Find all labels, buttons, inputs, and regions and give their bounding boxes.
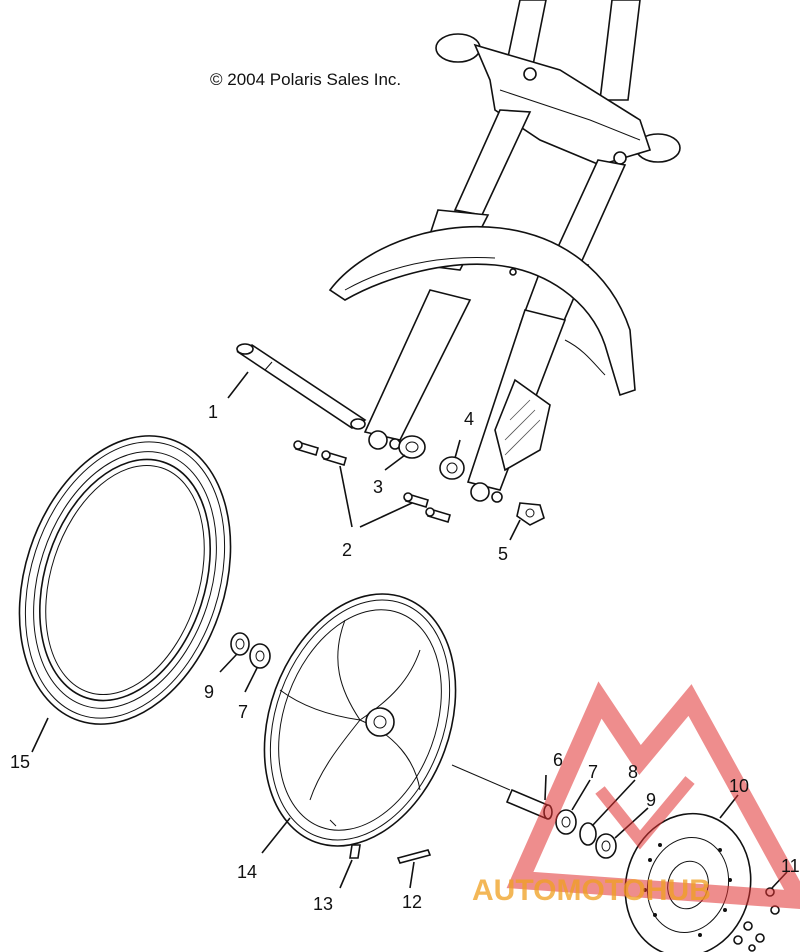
callout-1: 1 [208,402,218,422]
tire-part-15 [18,435,232,725]
callout-12: 12 [402,892,422,912]
callout-5: 5 [498,544,508,564]
callout-labels: 1 2 3 4 5 6 7 7 8 9 9 10 11 12 13 14 15 [10,402,800,914]
bearing-part-7-right [555,809,577,835]
copyright-notice: © 2004 Polaris Sales Inc. [210,70,402,89]
callout-11: 11 [781,856,800,876]
seal-part-9-right [595,833,617,859]
callout-4: 4 [464,409,474,429]
watermark-logo: AUTOMOTOHUB [472,681,800,910]
bearing-part-7-left [249,643,271,669]
callout-7-left: 7 [238,702,248,722]
pinch-bolts-part-2 [293,440,451,523]
snap-ring-part-8 [579,822,597,846]
callout-10: 10 [729,776,749,796]
spacer-part-3 [398,435,426,459]
callout-14: 14 [237,862,257,882]
watermark-text: AUTOMOTOHUB [472,874,711,907]
front-fender [328,225,636,397]
callout-3: 3 [373,477,383,497]
spacer-part-4 [439,456,465,480]
callout-9-right: 9 [646,790,656,810]
callout-7-right: 7 [588,762,598,782]
callout-13: 13 [313,894,333,914]
front-fork-assembly [363,0,681,503]
axle-part-1 [236,343,367,430]
callout-8: 8 [628,762,638,782]
callout-9-left: 9 [204,682,214,702]
axle-nut-part-5 [516,502,545,526]
wheel-part-14 [263,593,457,847]
seal-part-9-left [230,632,250,656]
callout-2: 2 [342,540,352,560]
callout-6: 6 [553,750,563,770]
valve-stem-part-13 [349,844,361,859]
callout-15: 15 [10,752,30,772]
balance-weight-part-12 [396,849,432,864]
hub-spacer-part-6 [451,764,553,820]
